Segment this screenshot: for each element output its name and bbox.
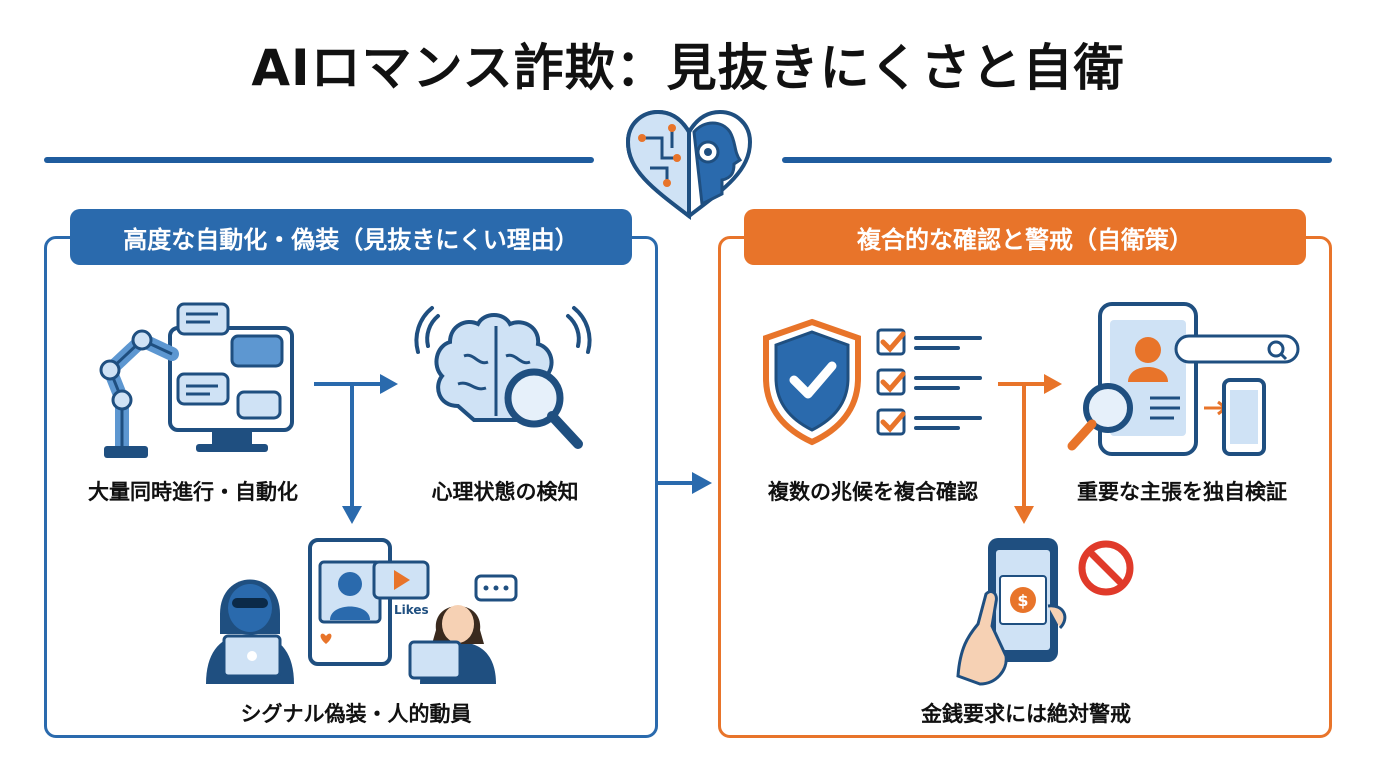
label-verify-claims: 重要な主張を独自検証 [1077,480,1287,504]
label-psych-detection: 心理状態の検知 [431,480,579,504]
right-panel-heading: 複合的な確認と警戒（自衛策） [744,209,1306,265]
label-mass-automation: 大量同時進行・自動化 [88,480,298,504]
label-money-warning: 金銭要求には絶対警戒 [921,702,1131,726]
divider-right [782,157,1332,163]
profile-search-icon [1067,302,1300,456]
likes-text: Likes [394,603,429,617]
page-title: AIロマンス詐欺：見抜きにくさと自衛 [251,39,1125,97]
right-connector-arrows [998,374,1062,524]
divider-left [44,157,594,163]
hacker-social-icon: Likes [206,538,518,684]
label-signal-forgery: シグナル偽装・人的動員 [240,702,472,726]
left-panel-heading: 高度な自動化・偽装（見抜きにくい理由） [70,209,632,265]
phone-money-prohibited-icon: $ [956,538,1134,686]
left-connector-arrows [314,374,398,524]
middle-arrow [656,472,712,494]
robot-arm-chat-icon [99,302,294,458]
label-multi-signs: 複数の兆候を複合確認 [768,480,978,504]
brain-magnifier-icon [414,306,592,449]
shield-checklist-icon [763,318,982,446]
svg-text:$: $ [1017,591,1028,610]
heart-ai-icon [625,109,753,221]
